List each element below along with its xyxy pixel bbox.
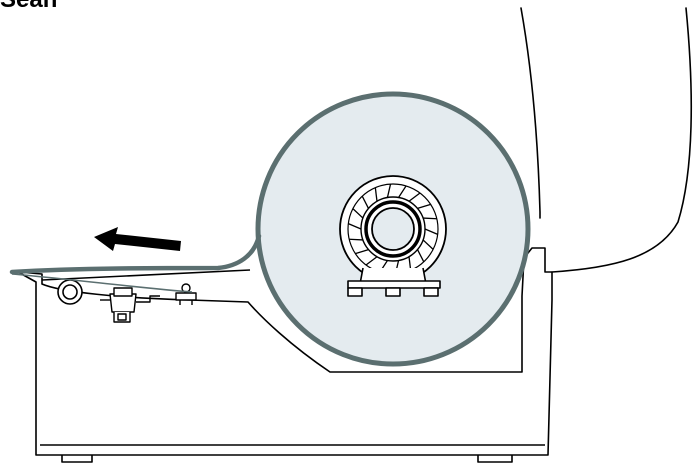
sensor-assembly-icon: [100, 287, 160, 323]
foot-right: [477, 455, 513, 463]
spool-rib: [416, 249, 425, 263]
page-heading: Sean: [0, 0, 57, 12]
paper-web: [9, 233, 262, 275]
top-cover: [520, 7, 693, 273]
spool-rib: [422, 239, 434, 250]
spool-rib: [365, 256, 378, 266]
printer-base: [17, 247, 553, 463]
spool-rib: [386, 183, 392, 198]
spool-rib: [352, 208, 364, 219]
base-top-ledge: [41, 269, 251, 281]
spool-rib: [417, 203, 431, 210]
spool-rib: [355, 248, 369, 255]
left-arrow-icon: [94, 227, 181, 251]
spool-rib: [374, 187, 378, 202]
spool-core-icon: [339, 175, 447, 283]
spool-rib: [423, 217, 437, 220]
guide-knob: [57, 279, 83, 305]
media-guide-icon: [175, 283, 197, 305]
spool-rib: [349, 238, 363, 241]
spool-rib: [361, 195, 370, 209]
cover-outer-edge: [551, 7, 693, 273]
paper-web-edge: [11, 273, 193, 293]
foot-left: [61, 455, 93, 463]
spool-rib: [408, 192, 421, 202]
spool-holder: [347, 267, 441, 297]
spool-rib: [424, 228, 438, 235]
spool-rib: [348, 223, 362, 230]
spool-rib: [398, 185, 407, 198]
cover-inner-edge: [520, 7, 541, 219]
